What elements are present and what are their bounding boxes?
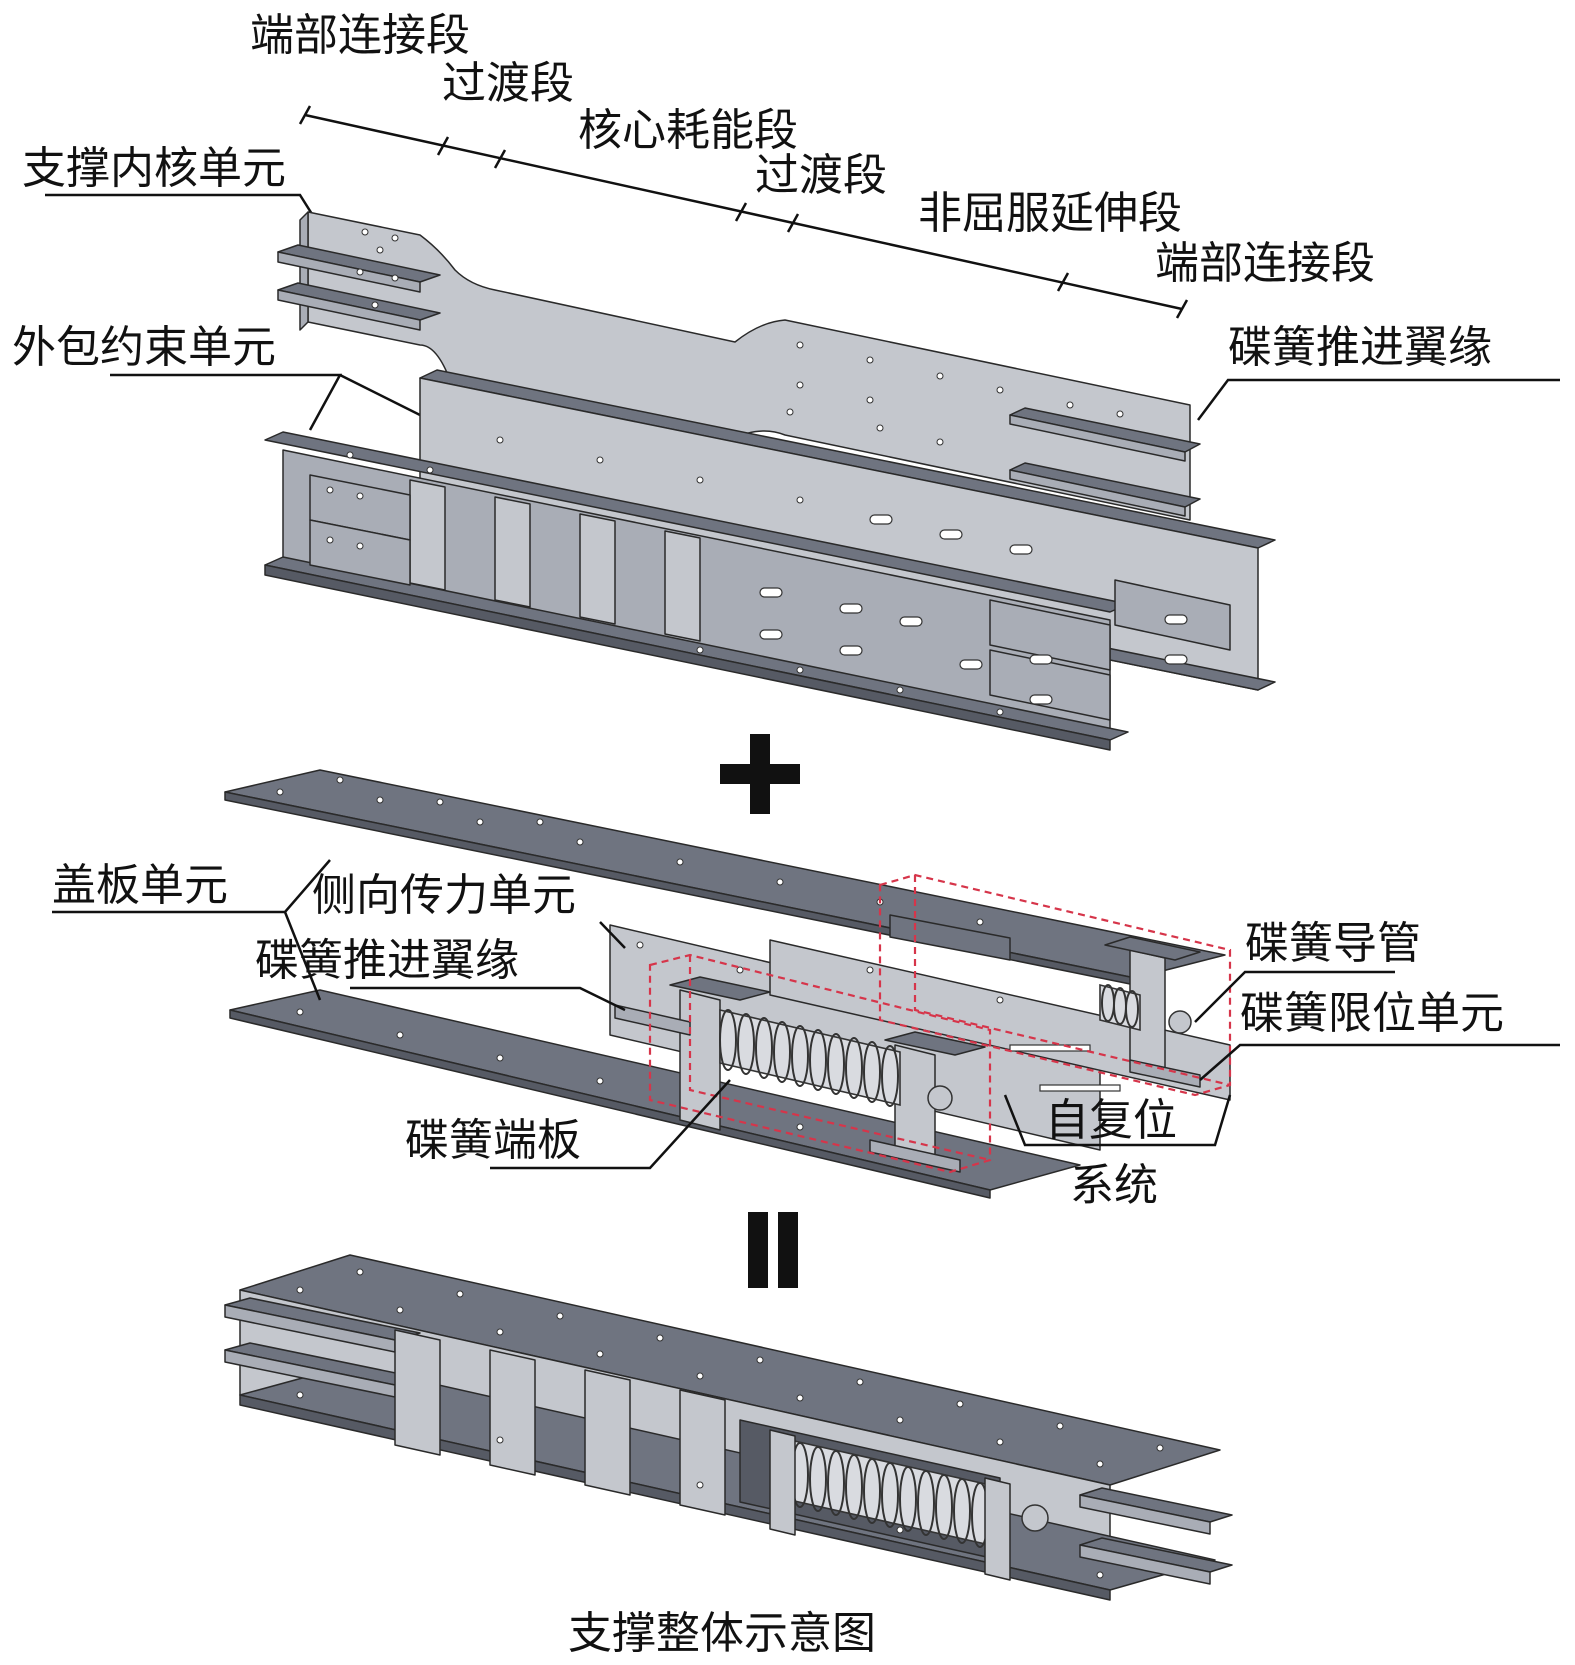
leader-lateral-unit xyxy=(599,921,626,949)
core-unit-plate xyxy=(277,211,1201,521)
leader-disc-endplate xyxy=(490,1079,731,1170)
label-transition-left: 过渡段 xyxy=(442,58,574,109)
caption: 支撑整体示意图 xyxy=(568,1608,876,1659)
leader-disc-flange-mid xyxy=(350,986,626,1012)
assembled-brace xyxy=(224,1254,1233,1601)
self-centering-highlight xyxy=(648,873,1232,1174)
label-core-segment: 核心耗能段 xyxy=(578,105,798,156)
label-disc-limit: 碟簧限位单元 xyxy=(1240,988,1504,1039)
disc-spring-assembly-left xyxy=(614,976,986,1173)
leader-disc-tube xyxy=(1194,970,1395,1023)
label-end-segment-left: 端部连接段 xyxy=(250,10,470,61)
label-disc-tube: 碟簧导管 xyxy=(1245,918,1421,969)
plus-sign xyxy=(720,734,800,814)
label-confine-unit: 外包约束单元 xyxy=(12,322,276,373)
equals-sign xyxy=(748,1212,798,1288)
label-self-centering-1: 自复位 xyxy=(1045,1095,1177,1146)
label-non-buckling: 非屈服延伸段 xyxy=(918,188,1182,239)
segment-dimension-line xyxy=(298,105,1189,319)
label-cover-unit: 盖板单元 xyxy=(52,860,228,911)
label-disc-endplate: 碟簧端板 xyxy=(405,1115,581,1166)
leader-disc-flange-top xyxy=(1197,378,1560,421)
leader-disc-limit xyxy=(1199,1043,1560,1081)
label-disc-flange-mid: 碟簧推进翼缘 xyxy=(255,935,519,986)
self-centering-bracket xyxy=(1003,1094,1232,1147)
leader-cover-unit-b xyxy=(283,911,322,1001)
label-self-centering-2: 系统 xyxy=(1070,1160,1158,1211)
leader-confine-unit-b xyxy=(339,373,431,422)
label-disc-flange-top: 碟簧推进翼缘 xyxy=(1228,322,1492,373)
label-end-segment-right: 端部连接段 xyxy=(1155,238,1375,289)
label-lateral-unit: 侧向传力单元 xyxy=(312,870,576,921)
label-core-unit: 支撑内核单元 xyxy=(22,143,286,194)
leader-confine-unit-a xyxy=(110,373,343,431)
leader-core-unit xyxy=(45,193,324,231)
confine-unit-channels xyxy=(264,369,1276,751)
disc-spring-assembly-right xyxy=(1099,936,1201,1088)
label-transition-right: 过渡段 xyxy=(755,150,887,201)
